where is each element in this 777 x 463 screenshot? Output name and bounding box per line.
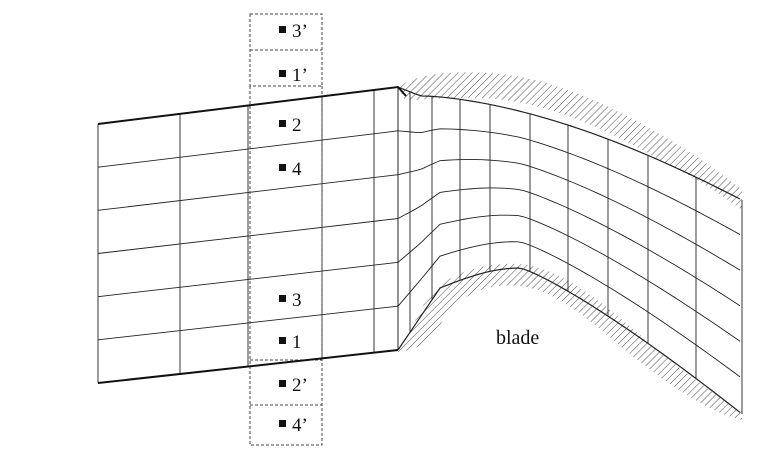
computational-mesh xyxy=(97,86,743,414)
svg-text:1’: 1’ xyxy=(292,65,308,86)
mesh-line xyxy=(397,128,741,235)
mesh-line xyxy=(97,130,399,168)
mesh-line xyxy=(97,218,399,254)
svg-text:3: 3 xyxy=(292,290,302,311)
mesh-line xyxy=(397,267,741,413)
blade-label: blade xyxy=(496,327,539,349)
probe-point-4p: 4’ xyxy=(279,415,308,436)
probe-point-2p: 2’ xyxy=(279,375,308,396)
mesh-line xyxy=(397,159,741,271)
mesh-line xyxy=(397,86,741,200)
mesh-bottom-boundary xyxy=(97,349,399,384)
probe-point-2: 2 xyxy=(279,115,302,136)
svg-text:1: 1 xyxy=(292,332,302,353)
probe-boxes xyxy=(249,13,323,446)
mesh-line xyxy=(97,261,399,298)
probe-point-3: 3 xyxy=(279,290,302,311)
mesh-line xyxy=(97,174,399,211)
mesh-line xyxy=(397,187,741,307)
mesh-line xyxy=(397,214,741,342)
probe-point-1p: 1’ xyxy=(279,65,308,86)
blade-surface-hatch xyxy=(398,263,742,420)
svg-text:4’: 4’ xyxy=(292,415,308,436)
probe-point-4: 4 xyxy=(279,159,302,180)
mesh-line xyxy=(97,305,399,341)
svg-text:3’: 3’ xyxy=(292,21,308,42)
svg-text:2: 2 xyxy=(292,115,302,136)
svg-text:2’: 2’ xyxy=(292,375,308,396)
upper-wall-hatch xyxy=(398,72,742,211)
svg-text:4: 4 xyxy=(292,159,302,180)
probe-point-1: 1 xyxy=(279,332,302,353)
probe-box-bottom xyxy=(249,359,323,446)
mesh-line xyxy=(397,241,741,378)
probe-point-3p: 3’ xyxy=(279,21,308,42)
mesh-top-boundary xyxy=(97,85,407,125)
